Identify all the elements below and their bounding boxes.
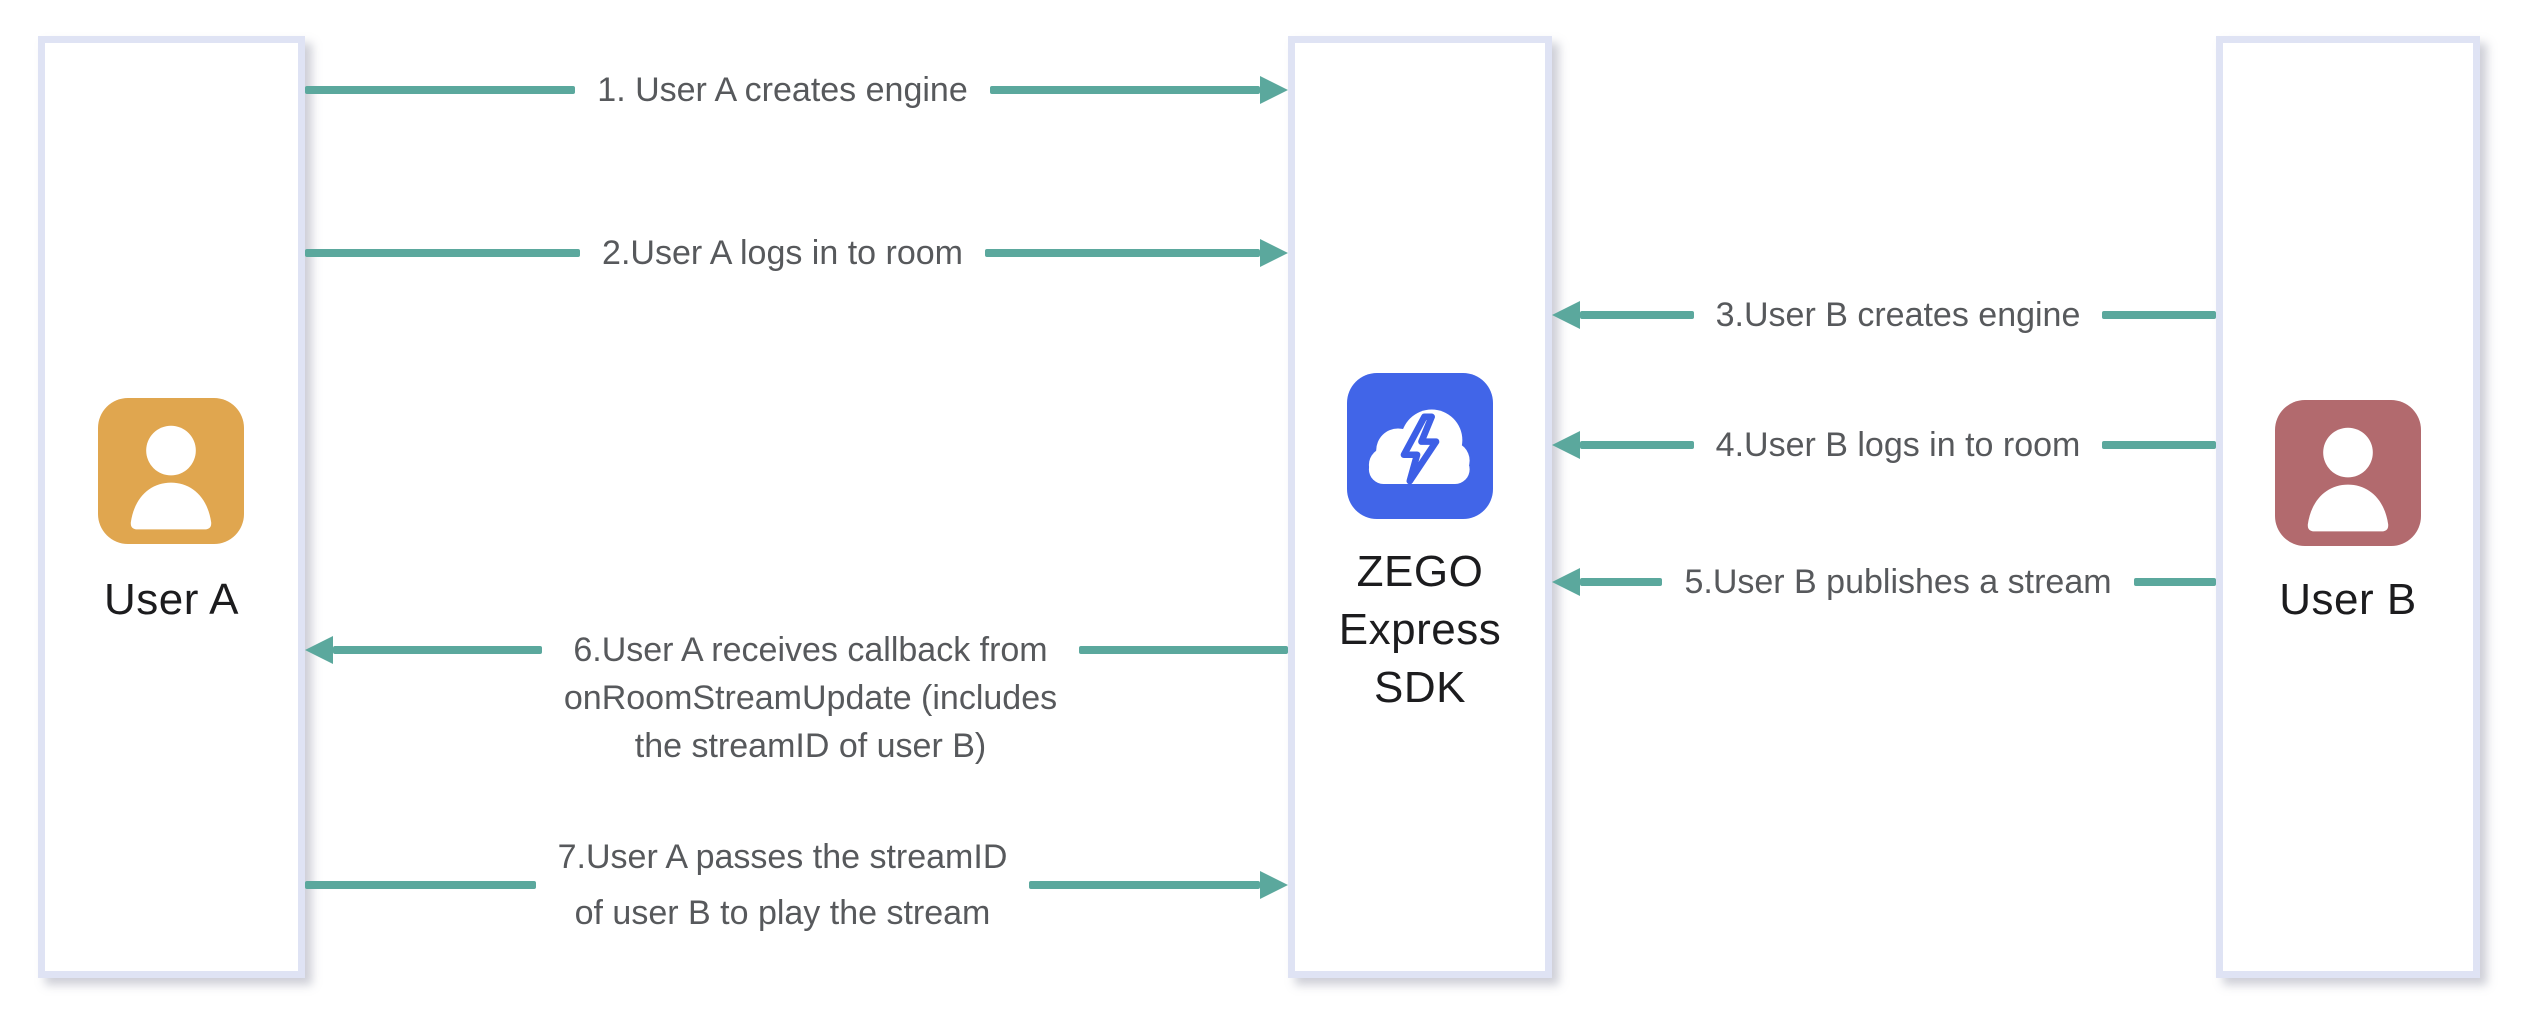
arrow-line (305, 249, 581, 257)
arrow-6-user-a-receives-callback: 6.User A receives callback from onRoomSt… (305, 626, 1288, 770)
arrow-3-label: 3.User B creates engine (1715, 296, 2081, 334)
arrow-line (305, 881, 536, 889)
arrow-line (1580, 311, 1694, 319)
arrow-1-user-a-creates-engine: 1. User A creates engine (305, 66, 1289, 114)
arrow-line (2102, 441, 2217, 449)
sdk-label-line3: SDK (1374, 663, 1466, 712)
arrow-line (1029, 881, 1261, 889)
arrow-line (2102, 311, 2217, 319)
arrow-3-user-b-creates-engine: 3.User B creates engine (1552, 291, 2217, 339)
arrow-1-label: 1. User A creates engine (597, 71, 968, 109)
arrowhead-left-icon (1552, 568, 1580, 596)
arrow-2-label: 2.User A logs in to room (602, 234, 963, 272)
arrow-7-user-a-plays-stream: 7.User A passes the streamID of user B t… (305, 829, 1289, 941)
arrow-5-label: 5.User B publishes a stream (1684, 563, 2112, 601)
arrow-4-label: 4.User B logs in to room (1715, 426, 2081, 464)
arrow-line (1079, 646, 1288, 654)
arrowhead-left-icon (1552, 431, 1580, 459)
arrow-5-user-b-publishes-stream: 5.User B publishes a stream (1552, 558, 2217, 606)
sdk-label: ZEGO Express SDK (1288, 543, 1552, 717)
arrow-6-label: 6.User A receives callback from onRoomSt… (542, 626, 1079, 770)
arrow-line (305, 86, 576, 94)
arrow-line (2133, 578, 2217, 586)
arrowhead-right-icon (1260, 871, 1289, 899)
arrowhead-left-icon (1552, 301, 1580, 329)
person-icon (98, 398, 244, 544)
cloud-lightning-icon (1347, 373, 1493, 519)
arrowhead-right-icon (1260, 239, 1289, 267)
arrowhead-right-icon (1260, 76, 1289, 104)
user-b-label: User B (2279, 575, 2417, 624)
person-icon (2275, 400, 2421, 546)
sdk-label-line1: ZEGO (1356, 547, 1484, 596)
arrow-line (1580, 441, 1694, 449)
arrow-line (984, 249, 1261, 257)
arrow-2-user-a-logs-in: 2.User A logs in to room (305, 229, 1289, 277)
arrow-line (989, 86, 1261, 94)
arrow-7-label-line2: of user B to play the stream (574, 894, 991, 932)
arrow-7-label-line1: 7.User A passes the streamID (557, 838, 1008, 876)
arrow-line (1580, 578, 1663, 586)
arrow-line (333, 646, 542, 654)
arrow-7-label: 7.User A passes the streamID of user B t… (536, 829, 1030, 941)
arrowhead-left-icon (305, 636, 333, 664)
arrow-4-user-b-logs-in: 4.User B logs in to room (1552, 421, 2217, 469)
sdk-label-line2: Express (1338, 605, 1502, 654)
arrow-6-label-line2: onRoomStreamUpdate (includes (563, 679, 1058, 717)
arrow-6-label-line1: 6.User A receives callback from (573, 631, 1048, 669)
user-a-label: User A (103, 575, 240, 624)
arrow-6-label-line3: the streamID of user B) (634, 727, 987, 765)
